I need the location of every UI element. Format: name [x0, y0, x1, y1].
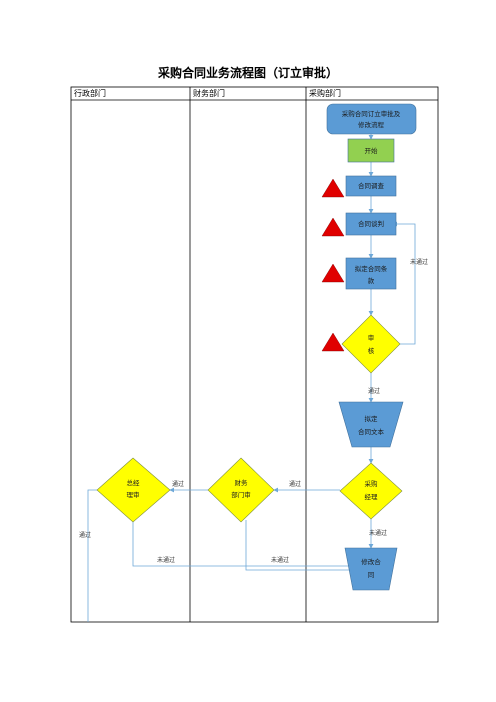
- svg-text:款: 款: [368, 276, 375, 285]
- review-pass-label: 通过: [368, 387, 380, 395]
- svg-text:审: 审: [368, 333, 375, 342]
- svg-text:合同谈判: 合同谈判: [358, 219, 384, 228]
- svg-text:采购合同订立审批及: 采购合同订立审批及: [342, 109, 401, 118]
- svg-text:开始: 开始: [365, 146, 379, 155]
- svg-text:采购: 采购: [365, 479, 379, 488]
- svg-text:修改合: 修改合: [361, 557, 381, 566]
- svg-text:同: 同: [368, 571, 375, 579]
- gm-fail-label: 未通过: [157, 556, 175, 564]
- process-header-box: 采购合同订立审批及 修改流程: [326, 103, 417, 135]
- risk-marker-draft-terms: [321, 263, 345, 283]
- connectors: [87, 134, 416, 622]
- finance-review-decision: 财务 部门审: [207, 457, 275, 523]
- svg-text:修改流程: 修改流程: [358, 120, 385, 129]
- diagram-title: 采购合同业务流程图（订立审批）: [157, 66, 338, 80]
- contract-investigation-node: 合同调查: [345, 175, 397, 197]
- svg-text:理审: 理审: [127, 490, 140, 499]
- review-fail-label: 未通过: [410, 258, 428, 266]
- purchase-manager-decision: 采购 经理: [339, 462, 403, 520]
- risk-marker-negotiation: [321, 217, 345, 237]
- finance-fail-label: 未通过: [271, 556, 289, 564]
- modify-contract-node: 修改合 同: [344, 547, 398, 591]
- pm-pass-label: 通过: [289, 480, 301, 488]
- pm-fail-label: 未通过: [369, 529, 387, 537]
- lane-admin-label: 行政部门: [74, 88, 106, 98]
- review-decision: 审 核: [341, 314, 401, 374]
- svg-text:拟定: 拟定: [365, 414, 379, 423]
- svg-text:合同调查: 合同调查: [358, 181, 385, 190]
- contract-negotiation-node: 合同谈判: [345, 212, 397, 236]
- swimlane-table: [70, 86, 439, 623]
- start-node: 开始: [347, 138, 395, 163]
- svg-text:总经: 总经: [127, 478, 141, 487]
- svg-text:核: 核: [368, 346, 375, 355]
- draft-terms-node: 拟定合同条 款: [345, 257, 397, 290]
- risk-marker-investigation: [321, 178, 345, 198]
- general-manager-decision: 总经 理审: [96, 457, 171, 523]
- svg-text:财务: 财务: [235, 478, 249, 487]
- lane-finance-label: 财务部门: [193, 88, 225, 98]
- finance-pass-label: 通过: [172, 480, 184, 488]
- lane-purchase-label: 采购部门: [309, 88, 341, 98]
- svg-text:合同文本: 合同文本: [358, 427, 385, 436]
- svg-text:经理: 经理: [365, 492, 379, 501]
- gm-pass-label: 通过: [79, 531, 91, 539]
- svg-text:部门审: 部门审: [231, 490, 251, 499]
- draft-contract-text-node: 拟定 合同文本: [338, 401, 404, 448]
- svg-text:拟定合同条: 拟定合同条: [355, 264, 388, 273]
- risk-marker-review: [321, 332, 345, 352]
